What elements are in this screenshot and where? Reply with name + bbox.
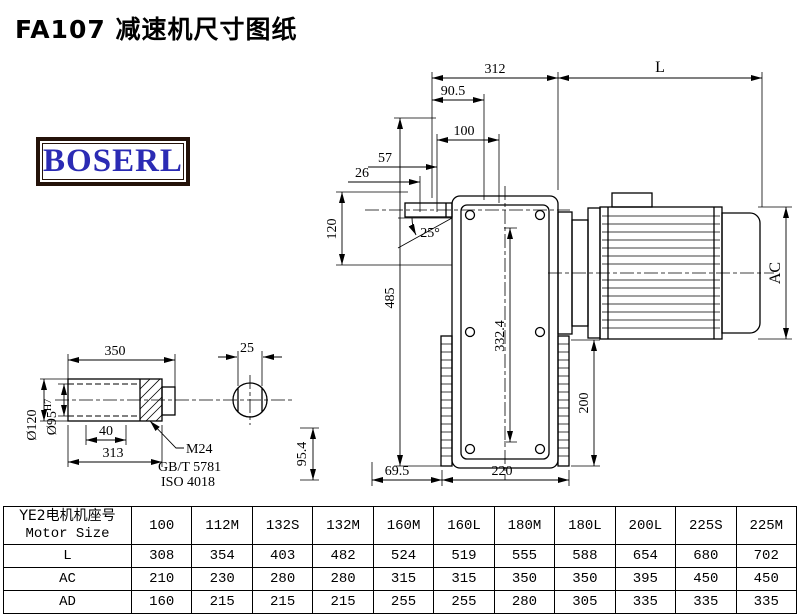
dim-200-label: 200 xyxy=(577,393,592,414)
motor-size-table: YE2电机机座号 Motor Size 100 112M 132S 132M 1… xyxy=(3,506,798,614)
page-title: FA107 减速机尺寸图纸 xyxy=(15,15,298,44)
table-cell: 210 xyxy=(130,567,193,591)
table-cell: 654 xyxy=(614,544,677,568)
table-cell: 395 xyxy=(614,567,677,591)
table-row-AC: AC 210 230 280 280 315 315 350 350 395 4… xyxy=(3,567,798,591)
table-cell: 315 xyxy=(433,567,495,591)
table-row-AD: AD 160 215 215 215 255 255 280 305 335 3… xyxy=(3,590,798,614)
column-header: 132S xyxy=(251,506,314,545)
table-cell: 280 xyxy=(312,567,374,591)
table-row-L: L 308 354 403 482 524 519 555 588 654 68… xyxy=(3,544,798,568)
table-cell: 215 xyxy=(251,590,314,614)
dim-AC-label: AC xyxy=(767,262,784,284)
row-label-AD: AD xyxy=(3,590,132,614)
centerlines xyxy=(55,186,774,480)
flange-bolt-holes xyxy=(464,209,546,455)
dim-95-4-label: 95.4 xyxy=(295,442,310,467)
table-cell: 555 xyxy=(493,544,556,568)
thread-spec-m24: M24 xyxy=(186,442,212,457)
table-cell: 280 xyxy=(493,590,556,614)
table-cell: 403 xyxy=(251,544,314,568)
table-cell: 450 xyxy=(675,567,737,591)
dim-90-5-label: 90.5 xyxy=(441,84,466,99)
table-cell: 350 xyxy=(554,567,616,591)
dim-220-label: 220 xyxy=(492,464,513,479)
column-header: 160L xyxy=(433,506,495,545)
dim-25deg-label: 25° xyxy=(420,226,440,241)
header-chinese: YE2电机机座号 xyxy=(19,508,116,524)
row-label-AC: AC xyxy=(3,567,132,591)
table-cell: 315 xyxy=(372,567,435,591)
dim-485-label: 485 xyxy=(383,288,398,309)
column-header: 225S xyxy=(675,506,737,545)
column-header: 225M xyxy=(735,506,798,545)
extension-lines xyxy=(40,72,792,486)
motor-cooling-fins xyxy=(602,215,720,329)
dim-100-label: 100 xyxy=(454,124,475,139)
dim-dia120-label: Ø120 xyxy=(25,409,40,440)
column-header: 200L xyxy=(614,506,677,545)
table-cell: 255 xyxy=(433,590,495,614)
table-cell: 350 xyxy=(493,567,556,591)
table-cell: 160 xyxy=(130,590,193,614)
dim-26-label: 26 xyxy=(355,166,369,181)
boserl-logo-text: BOSERL xyxy=(43,143,183,179)
dim-312-label: 312 xyxy=(485,62,506,77)
table-cell: 354 xyxy=(191,544,253,568)
column-header: 112M xyxy=(191,506,253,545)
dim-120-label: 120 xyxy=(325,219,340,240)
table-cell: 215 xyxy=(312,590,374,614)
dim-L-label: L xyxy=(655,59,665,76)
shaft-end-washer xyxy=(161,386,176,416)
angle-annotation xyxy=(397,217,453,249)
dim-69-5-label: 69.5 xyxy=(385,464,410,479)
table-cell: 305 xyxy=(554,590,616,614)
header-english: Motor Size xyxy=(25,525,110,542)
column-header: 160M xyxy=(372,506,435,545)
column-header: 180L xyxy=(554,506,616,545)
column-header: 100 xyxy=(130,506,193,545)
dim-dia95h7-label: Ø95H7 xyxy=(43,399,60,435)
dim-57-label: 57 xyxy=(378,151,392,166)
table-cell: 482 xyxy=(312,544,374,568)
boserl-logo: BOSERL xyxy=(36,137,190,186)
motor-terminal-box xyxy=(611,192,653,208)
row-label-L: L xyxy=(3,544,132,568)
bore-hidden-lines xyxy=(68,383,140,417)
table-cell: 255 xyxy=(372,590,435,614)
dim-350-label: 350 xyxy=(105,344,126,359)
dim-332-4-label: 332.4 xyxy=(493,320,508,352)
table-cell: 702 xyxy=(735,544,798,568)
table-cell: 524 xyxy=(372,544,435,568)
dim-40-label: 40 xyxy=(99,424,113,439)
table-cell: 450 xyxy=(735,567,798,591)
dimension-labels: 312 L 90.5 100 57 26 120 25° 485 AC 332.… xyxy=(25,59,784,490)
motor xyxy=(599,192,761,340)
standard-iso-4018: ISO 4018 xyxy=(161,475,215,490)
table-cell: 519 xyxy=(433,544,495,568)
standard-gbt-5781: GB/T 5781 xyxy=(158,460,221,475)
table-header-row: YE2电机机座号 Motor Size 100 112M 132S 132M 1… xyxy=(3,506,798,545)
motor-size-header: YE2电机机座号 Motor Size xyxy=(3,506,132,545)
dim-313-label: 313 xyxy=(103,446,124,461)
m24-leader-line xyxy=(149,420,184,449)
main-view xyxy=(397,192,761,469)
table-cell: 335 xyxy=(614,590,677,614)
table-cell: 230 xyxy=(191,567,253,591)
housing-ribs xyxy=(440,335,570,467)
table-cell: 588 xyxy=(554,544,616,568)
table-cell: 335 xyxy=(735,590,798,614)
table-cell: 335 xyxy=(675,590,737,614)
table-cell: 680 xyxy=(675,544,737,568)
hatching xyxy=(139,378,163,422)
column-header: 132M xyxy=(312,506,374,545)
table-cell: 215 xyxy=(191,590,253,614)
table-cell: 280 xyxy=(251,567,314,591)
motor-fan-cover xyxy=(721,212,761,334)
dim-25-label: 25 xyxy=(240,341,254,356)
table-cell: 308 xyxy=(130,544,193,568)
column-header: 180M xyxy=(493,506,556,545)
dimension-lines xyxy=(41,75,789,483)
